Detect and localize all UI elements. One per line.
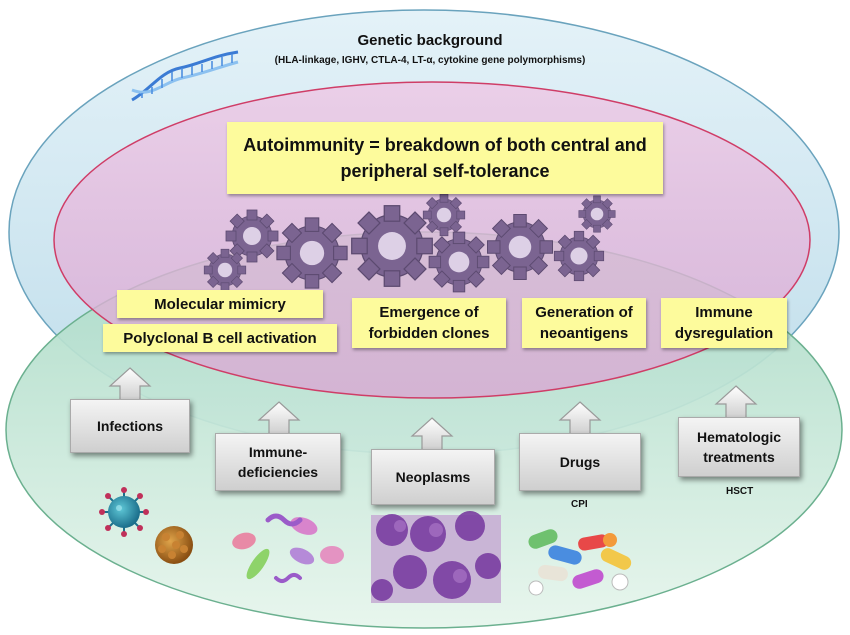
dysregulation-box: Immune dysregulation xyxy=(661,298,787,348)
dna-icon xyxy=(131,50,239,102)
hematologic-box: Hematologic treatments xyxy=(678,417,800,477)
forbidden-line-2: forbidden clones xyxy=(368,325,490,342)
neoantigens-line-1: Generation of xyxy=(535,304,633,321)
genetic-title: Genetic background xyxy=(357,32,503,49)
forbidden-clones-box: Emergence of forbidden clones xyxy=(352,298,506,348)
drugs-box: Drugs xyxy=(519,433,641,491)
virus-icon xyxy=(99,487,149,537)
dysreg-line-2: dysregulation xyxy=(674,325,774,342)
arrows xyxy=(108,367,758,451)
neoplasms-box: Neoplasms xyxy=(371,449,495,505)
gear-icon xyxy=(578,195,616,233)
drugs-sub-label: CPI xyxy=(571,499,588,510)
gear-icon xyxy=(225,209,279,263)
gear-icon xyxy=(428,231,490,293)
gear-cluster xyxy=(203,193,616,293)
neoantigens-box: Generation of neoantigens xyxy=(522,298,646,348)
genetic-subtitle: (HLA-linkage, IGHV, CTLA-4, LT-α, cytoki… xyxy=(274,55,586,66)
gear-icon xyxy=(553,230,605,282)
gear-icon xyxy=(422,193,466,237)
autoimmunity-line-1: Autoimmunity = breakdown of both central… xyxy=(243,135,647,155)
immunodeficiencies-box: Immune- deficiencies xyxy=(215,433,341,491)
bacteria-icon xyxy=(155,526,193,564)
neoantigens-line-2: neoantigens xyxy=(539,325,629,342)
gear-icon xyxy=(487,214,553,280)
gear-icon xyxy=(351,205,433,287)
infections-box: Infections xyxy=(70,399,190,453)
forbidden-line-1: Emergence of xyxy=(379,304,479,321)
molecular-mimicry-box: Molecular mimicry xyxy=(117,290,323,318)
bacteria-icon xyxy=(232,513,344,583)
gear-icon xyxy=(276,217,348,289)
autoimmunity-line-2: peripheral self-tolerance xyxy=(340,161,550,181)
gear-icon xyxy=(203,248,247,292)
autoimmunity-banner: Autoimmunity = breakdown of both central… xyxy=(227,122,663,194)
immuno-line-1: Immune- xyxy=(248,444,308,460)
blood-cells-image xyxy=(371,511,501,603)
polyclonal-box: Polyclonal B cell activation xyxy=(103,324,337,352)
dysreg-line-1: Immune xyxy=(695,304,753,321)
hemato-line-2: treatments xyxy=(703,449,775,465)
hemato-sub-label: HSCT xyxy=(726,486,754,497)
immuno-line-2: deficiencies xyxy=(237,464,319,480)
pills-icon xyxy=(528,529,632,596)
hemato-line-1: Hematologic xyxy=(696,429,781,445)
